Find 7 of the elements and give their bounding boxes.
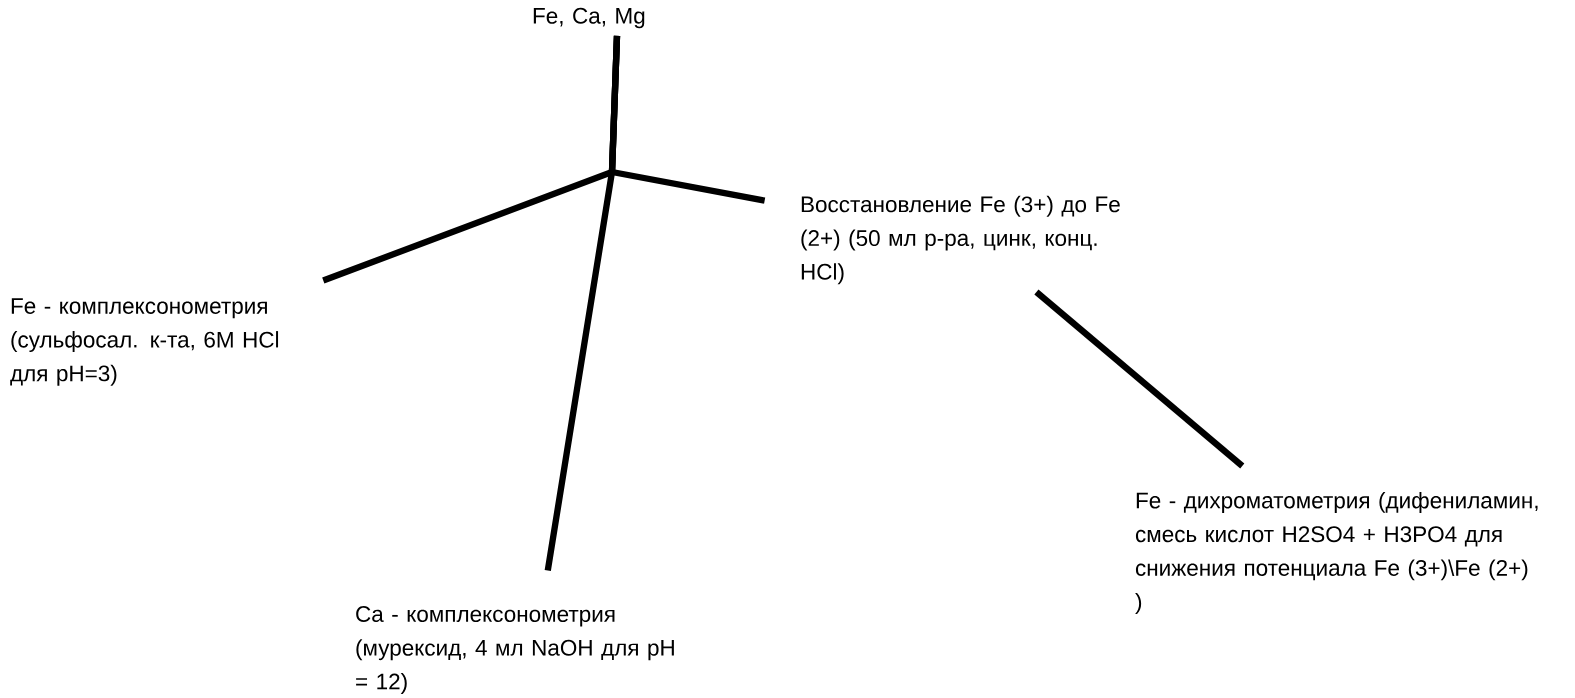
text-label: Fe, Ca, Mg: [533, 7, 645, 29]
line: [608, 35, 766, 204]
text-label: Ca - комплексонометрия (мурексид, 4 мл NaOH для pH = 12): [356, 606, 674, 694]
text-label: Fe - комплексонометрия (сульфосал. к-та, 6М HCl для pH=3): [10, 298, 279, 386]
text-label: Fe - дихроматометрия (дифениламин, смесь кислот H2SO4 + H3PO4 для снижения потенциала Fe (3+)\Fe (2+) ): [1135, 491, 1538, 615]
line: [1034, 289, 1245, 469]
text-label: Восстановление Fe (3+) до Fe (2+) (50 мл р-ра, цинк, конц. HCl): [801, 195, 1120, 285]
